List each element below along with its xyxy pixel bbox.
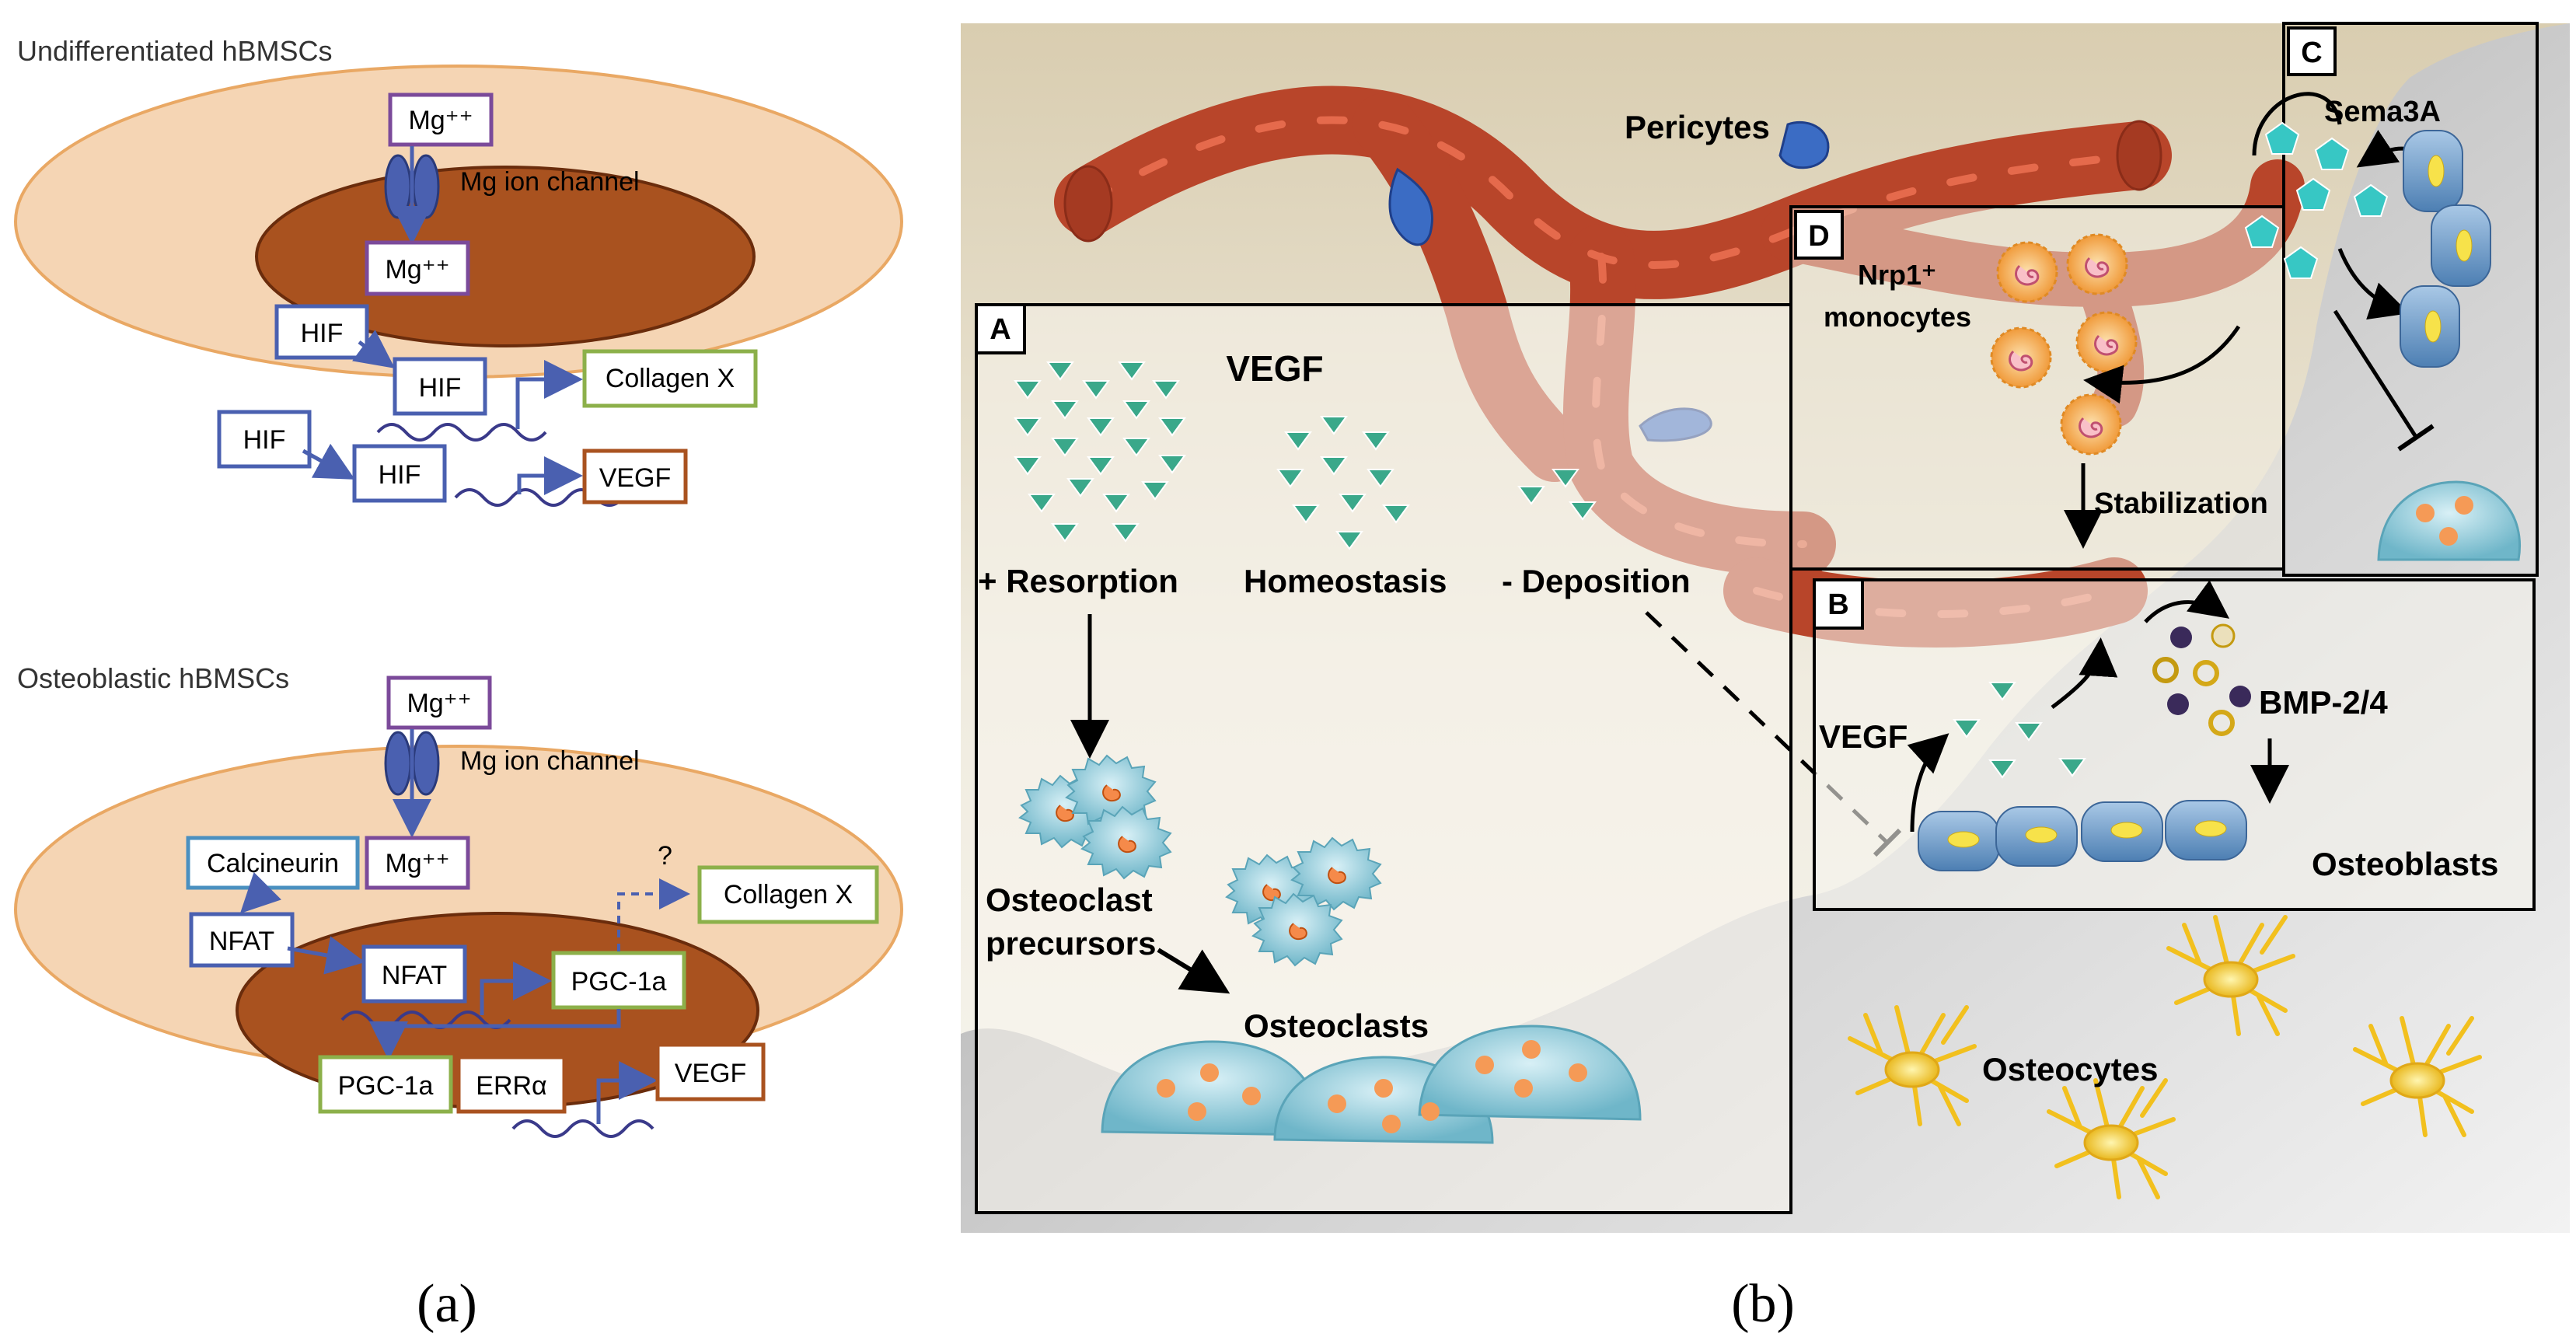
caption-b: (b) xyxy=(1731,1274,1795,1334)
vegf-label: VEGF xyxy=(675,1059,747,1088)
ion-channel-icon xyxy=(412,731,440,796)
deposition-label: - Deposition xyxy=(1502,563,1691,599)
osteoclast-precursors-label-1: Osteoclast xyxy=(986,881,1153,918)
vegf-box xyxy=(582,449,688,504)
mg-label: Mg⁺⁺ xyxy=(408,106,473,135)
ion-channel-icon xyxy=(384,731,412,796)
hif-box xyxy=(393,357,487,416)
calcineurin-label: Calcineurin xyxy=(207,849,339,878)
box-c-letter: C xyxy=(2301,37,2322,69)
hif-label: HIF xyxy=(419,373,462,403)
sema3a-label: Sema3A xyxy=(2324,96,2441,128)
pgc1a-box xyxy=(318,1055,453,1114)
unknown-link-label: ? xyxy=(658,841,672,871)
box-a-letter: A xyxy=(990,313,1011,346)
homeostasis-label: Homeostasis xyxy=(1244,563,1447,599)
nrp1-label-2: monocytes xyxy=(1824,301,1971,333)
osteoclast-precursors-label-2: precursors xyxy=(986,925,1156,962)
nfat-box xyxy=(189,912,295,968)
pgc1a-label: PGC-1a xyxy=(338,1071,434,1101)
vegf-label: VEGF xyxy=(599,463,672,493)
caption-a: (a) xyxy=(417,1274,477,1334)
bone-region xyxy=(961,23,2570,1233)
pericytes-label: Pericytes xyxy=(1625,109,1770,145)
nfat-label: NFAT xyxy=(382,961,447,990)
undiff-title: Undifferentiated hBMSCs xyxy=(17,35,333,67)
mg-ion-channel-label: Mg ion channel xyxy=(460,746,640,776)
vegf-label-a: VEGF xyxy=(1226,348,1323,389)
pgc1a-box xyxy=(551,951,686,1010)
osteo-title: Osteoblastic hBMSCs xyxy=(17,662,289,694)
mg-box-outside-bottom xyxy=(386,675,492,730)
vegf-box xyxy=(655,1042,766,1101)
ion-channel-icon xyxy=(384,154,412,219)
nucleus-top xyxy=(255,166,756,347)
hif-label: HIF xyxy=(379,460,421,490)
panel-a: Undifferentiated hBMSCs Mg⁺⁺ Mg ion chan… xyxy=(14,35,903,1334)
hif-box xyxy=(352,444,447,503)
osteoclast-c xyxy=(2377,480,2521,561)
resorption-label: + Resorption xyxy=(978,563,1178,599)
pgc1a-label: PGC-1a xyxy=(571,967,667,997)
collagen-x-label: Collagen X xyxy=(724,880,853,909)
osteocytes-label: Osteocytes xyxy=(1982,1051,2158,1087)
bmp-molecules xyxy=(2152,623,2251,736)
erra-label: ERRα xyxy=(476,1071,546,1101)
osteoclasts xyxy=(1101,1025,1642,1144)
mg-label: Mg⁺⁺ xyxy=(407,689,471,718)
osteoblasts-label: Osteoblasts xyxy=(2312,846,2498,882)
nfat-label: NFAT xyxy=(209,927,274,956)
box-d-tag xyxy=(1794,210,1844,260)
box-b-tag xyxy=(1813,578,1864,630)
mg-label: Mg⁺⁺ xyxy=(385,255,449,285)
collagen-x-box xyxy=(697,865,879,924)
erra-box xyxy=(456,1055,567,1114)
hif-label: HIF xyxy=(243,425,286,455)
box-c xyxy=(2282,22,2539,577)
box-c-tag xyxy=(2287,26,2337,76)
nfat-box xyxy=(361,944,467,1004)
nrp1-label-1: Nrp1⁺ xyxy=(1858,259,1936,291)
osteoclasts-label: Osteoclasts xyxy=(1244,1007,1429,1044)
mg-label: Mg⁺⁺ xyxy=(385,849,449,878)
box-b-letter: B xyxy=(1827,588,1848,621)
hif-box xyxy=(217,410,312,469)
vessel-end xyxy=(1063,165,1113,243)
vegf-label-b: VEGF xyxy=(1819,718,1908,755)
hif-box xyxy=(274,304,369,360)
mg-ion-channel-label: Mg ion channel xyxy=(460,167,640,197)
panel-b: Pericytes A VEGF + Resorption Homeostasi… xyxy=(961,22,2570,1334)
mg-box-outside-top xyxy=(388,93,494,147)
mg-box-inside-top xyxy=(365,240,470,296)
box-a-tag xyxy=(975,303,1026,354)
box-d-letter: D xyxy=(1808,220,1829,253)
bmp-label: BMP-2/4 xyxy=(2259,684,2388,721)
collagen-x-box xyxy=(582,349,758,408)
collagen-x-label: Collagen X xyxy=(606,364,735,393)
stabilization-label: Stabilization xyxy=(2094,487,2268,520)
hif-label: HIF xyxy=(301,319,344,348)
ion-channel-icon xyxy=(412,154,440,219)
vessel-end xyxy=(2116,120,2162,191)
mg-box-inside-bottom xyxy=(365,836,470,890)
